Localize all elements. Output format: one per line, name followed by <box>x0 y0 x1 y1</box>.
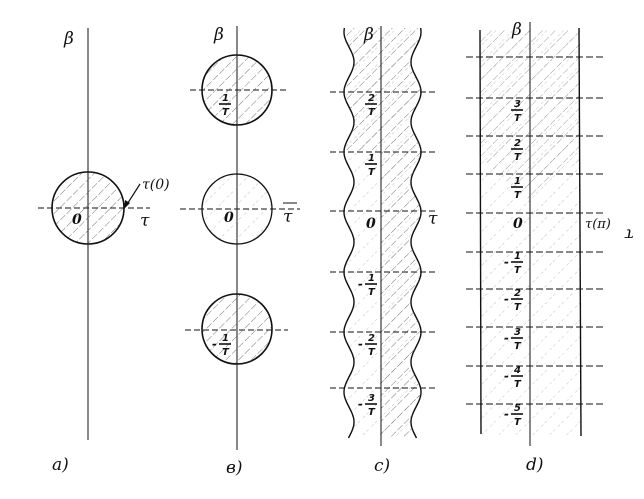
disk <box>51 171 125 245</box>
beta-label: β <box>363 25 374 45</box>
caption-d: d) <box>526 455 544 475</box>
numerator: 1 <box>222 93 229 104</box>
denominator: T <box>514 265 522 276</box>
panel-b: β τ 0 1T -1T в) <box>180 25 300 478</box>
denominator: T <box>514 417 522 428</box>
disk-top <box>201 54 273 126</box>
panel-a: β τ 0 τ(0) a) <box>38 28 170 475</box>
numerator: 1 <box>368 273 375 284</box>
beta-label: β <box>511 20 522 40</box>
denominator: T <box>222 347 230 358</box>
denominator: T <box>368 347 376 358</box>
sign: - <box>358 277 363 291</box>
numerator: 3 <box>368 393 375 404</box>
numerator: 3 <box>514 327 521 338</box>
denominator: T <box>514 152 522 163</box>
region-label-1: 1T <box>219 93 231 118</box>
sign: - <box>504 331 509 345</box>
fraction-label: -5T <box>504 403 523 428</box>
disk-center <box>201 173 273 245</box>
numerator: 2 <box>368 333 375 344</box>
fraction-label: -2T <box>358 333 377 358</box>
caption-b: в) <box>226 458 243 478</box>
caption-a: a) <box>52 455 69 475</box>
fraction-label: -4T <box>504 365 523 390</box>
strip-left-edge <box>479 29 482 435</box>
tau-pi-annotation: τ(π) <box>585 217 611 232</box>
denominator: T <box>368 107 376 118</box>
beta-label: β <box>213 25 224 45</box>
denominator: T <box>368 287 376 298</box>
sign: - <box>504 369 509 383</box>
origin-label: 0 <box>72 212 82 228</box>
numerator: 3 <box>514 99 521 110</box>
denominator: T <box>514 113 522 124</box>
sign: - <box>504 292 509 306</box>
denominator: T <box>514 341 522 352</box>
numerator: 2 <box>514 138 521 149</box>
sign: - <box>358 397 363 411</box>
dash-lines <box>466 56 604 405</box>
sign: - <box>358 337 363 351</box>
fraction-label: -3T <box>504 327 523 352</box>
strip-right-edge <box>578 27 582 437</box>
tau0-annotation: τ(0) <box>142 177 170 193</box>
denominator: T <box>222 107 230 118</box>
numerator: 2 <box>368 93 375 104</box>
disk-bottom <box>201 293 273 365</box>
fraction-label: 1T <box>219 93 231 118</box>
numerator: 5 <box>514 403 521 414</box>
numerator: 1 <box>514 251 521 262</box>
sign: - <box>504 407 509 421</box>
fraction-label: 1T <box>511 176 523 201</box>
origin-label: 0 <box>513 216 523 232</box>
numerator: 1 <box>368 153 375 164</box>
fraction-label: -1T <box>358 273 377 298</box>
denominator: T <box>368 407 376 418</box>
numerator: 2 <box>514 288 521 299</box>
arrowhead <box>124 200 130 209</box>
denominator: T <box>514 379 522 390</box>
denominator: T <box>514 302 522 313</box>
denominator: T <box>514 190 522 201</box>
tau-label: τ <box>140 211 150 231</box>
sign: - <box>212 337 217 351</box>
fraction-label: -2T <box>504 288 523 313</box>
fraction-label: -1T <box>504 251 523 276</box>
fraction-label: 2T <box>365 93 377 118</box>
beta-label: β <box>63 29 74 49</box>
region-label-2: -1T <box>212 333 231 358</box>
numerator: 1 <box>222 333 229 344</box>
origin-label: 0 <box>224 210 234 226</box>
fraction-label: -3T <box>358 393 377 418</box>
origin-label: 0 <box>366 216 376 232</box>
caption-c: c) <box>374 456 390 476</box>
denominator: T <box>368 167 376 178</box>
fraction-label: 3T <box>511 99 523 124</box>
fraction-label: 2T <box>511 138 523 163</box>
fraction-label: 1T <box>365 153 377 178</box>
numerator: 1 <box>514 176 521 187</box>
tau-label: τ <box>624 224 634 244</box>
fraction-label: -1T <box>212 333 231 358</box>
tau-label: τ <box>428 209 438 229</box>
tau-label: τ <box>283 207 293 227</box>
dense-hatch-region <box>344 28 421 438</box>
numerator: 4 <box>513 365 521 376</box>
sign: - <box>504 255 509 269</box>
